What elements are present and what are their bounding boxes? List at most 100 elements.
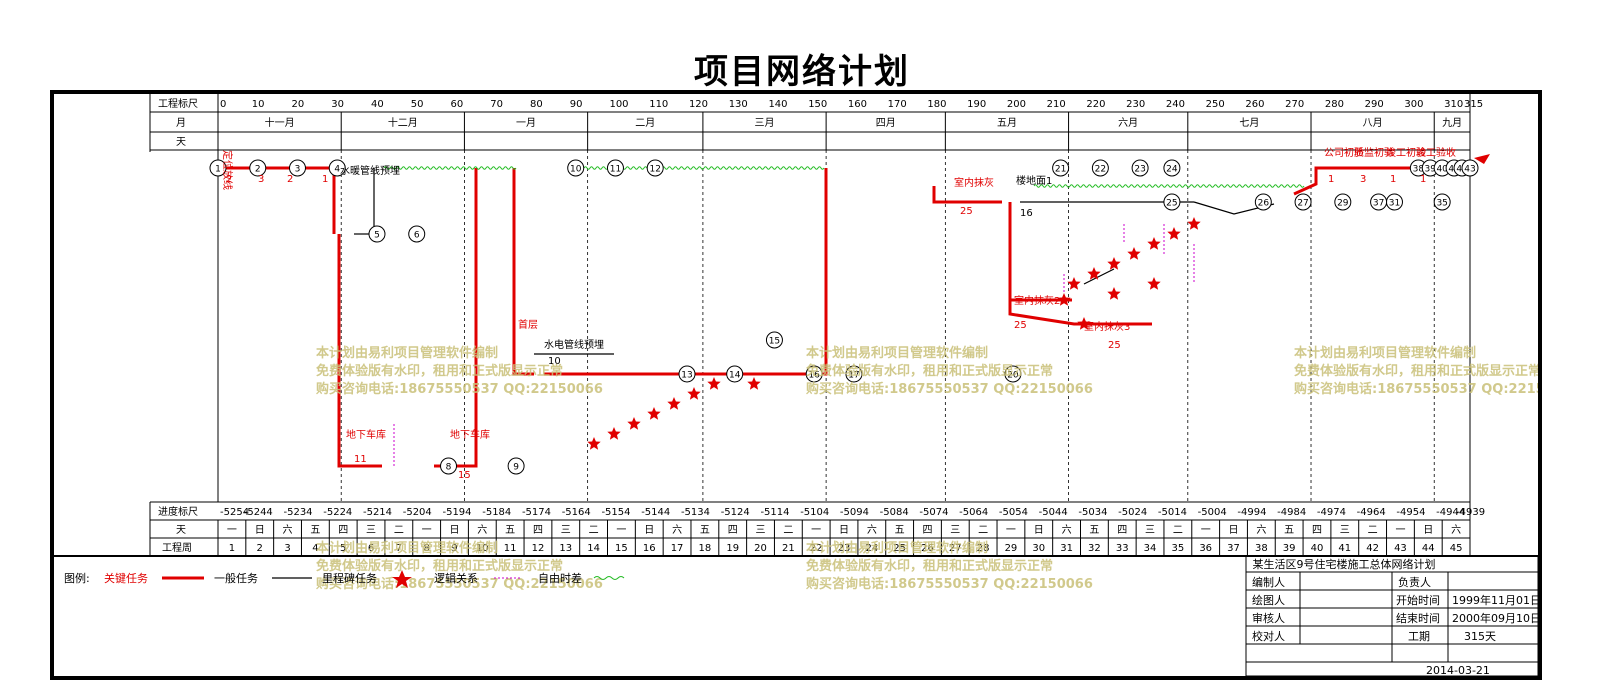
task-label-8: 水电管线预埋: [544, 338, 604, 351]
scale-tick: 190: [967, 99, 986, 110]
logic-links: [393, 224, 1195, 466]
progress-tick: -5064: [959, 507, 988, 518]
weekday-label: 四: [1312, 525, 1322, 536]
progress-tick: -5174: [522, 507, 551, 518]
week-number: 9: [451, 543, 457, 554]
week-number: 35: [1171, 543, 1184, 554]
weekday-label: 二: [1368, 525, 1378, 536]
watermark-line3-e: 购买咨询电话:18675550537 QQ:22150066: [806, 576, 1093, 592]
tb-drawer: 绘图人: [1252, 593, 1285, 607]
task-label-5: 地下车库: [346, 428, 386, 441]
network-node-id: 23: [1134, 165, 1145, 175]
progress-tick: -5054: [999, 507, 1028, 518]
week-number: 4: [312, 543, 318, 554]
tb-reviewer: 审核人: [1252, 611, 1285, 625]
weekday-label: 一: [422, 525, 432, 536]
task-dur-13: 1: [1328, 174, 1334, 185]
weekday-label: 三: [366, 525, 376, 536]
week-number: 24: [865, 543, 878, 554]
week-number: 3: [284, 543, 290, 554]
network-node: [1163, 159, 1181, 177]
task-label-13: 公司初验: [1324, 146, 1364, 159]
month-row: 十一月十二月一月二月三月四月五月六月七月八月九月: [217, 112, 1462, 150]
watermark-line1-a: 本计划由易利项目管理软件编制: [316, 345, 498, 361]
header-grid: 工程标尺 月 天: [149, 94, 1471, 556]
network-node: [408, 225, 426, 243]
month-label: 六月: [1118, 117, 1138, 129]
network-node-id: 8: [446, 463, 452, 473]
task-label-0: 定位放线: [221, 150, 234, 190]
scale-tick: 130: [729, 99, 748, 110]
tb-compiler: 编制人: [1252, 575, 1285, 589]
network-node-id: 27: [1297, 199, 1308, 209]
scale-tick: 0: [220, 99, 226, 110]
week-number: 6: [368, 543, 374, 554]
watermark-line3-b: 购买咨询电话:18675550537 QQ:22150066: [806, 381, 1093, 397]
watermark-line1-c: 本计划由易利项目管理软件编制: [1294, 345, 1476, 361]
weekday-label: 日: [1423, 525, 1433, 536]
network-node: [1254, 193, 1272, 211]
weekday-label: 五: [505, 525, 515, 536]
progress-tick: -5144: [641, 507, 670, 518]
progress-tick: -5194: [442, 507, 471, 518]
scale-tick: 270: [1285, 99, 1304, 110]
progress-tick: -5034: [1078, 507, 1107, 518]
header-day-label: 天: [176, 137, 186, 148]
tb-date: 2014-03-21: [1426, 664, 1490, 676]
footer-day-label: 天: [176, 525, 186, 536]
progress-tick: -5184: [482, 507, 511, 518]
progress-tick: -4994: [1237, 507, 1266, 518]
week-row: 1一2日3六4五5四6三7二8一9日10六11五12四13三14二15一16日1…: [217, 520, 1463, 556]
scale-tick: 30: [331, 99, 344, 110]
network-node: [209, 159, 227, 177]
weekday-label: 一: [616, 525, 626, 536]
network-node: [507, 457, 525, 475]
progress-tick: -5134: [681, 507, 710, 518]
milestone-star-icon: [587, 437, 601, 450]
watermark-line1-b: 本计划由易利项目管理软件编制: [806, 345, 988, 361]
network-node: [1334, 193, 1352, 211]
tb-checker: 校对人: [1252, 629, 1285, 643]
week-number: 21: [782, 543, 795, 554]
network-node: [1294, 193, 1312, 211]
scale-tick: 110: [649, 99, 668, 110]
network-node: [288, 159, 306, 177]
weekday-label: 四: [922, 525, 932, 536]
network-node: [1433, 193, 1451, 211]
critical-path: [222, 166, 1470, 468]
week-number: 45: [1450, 543, 1463, 554]
month-label: 五月: [997, 117, 1017, 129]
week-number: 44: [1422, 543, 1435, 554]
scale-tick: 60: [450, 99, 463, 110]
scale-tick: 90: [570, 99, 583, 110]
network-node-id: 11: [610, 165, 621, 175]
month-label: 二月: [635, 117, 655, 129]
footer-week-label: 工程周: [162, 542, 192, 554]
scale-tick: 170: [888, 99, 907, 110]
header-month-label: 月: [176, 117, 186, 129]
network-node: [606, 159, 624, 177]
weekday-label: 五: [700, 525, 710, 536]
milestone-star-icon: [1147, 277, 1161, 290]
network-node: [1004, 365, 1022, 383]
network-node: [368, 225, 386, 243]
task-label-16: 竣工验收: [1416, 146, 1456, 159]
footer-progress-label: 进度标尺: [158, 505, 198, 518]
week-number: 12: [532, 543, 545, 554]
tb-end-label: 结束时间: [1396, 612, 1440, 625]
milestone-star-icon: [1107, 257, 1121, 270]
weekday-label: 三: [756, 525, 766, 536]
progress-tick: -5254: [220, 507, 249, 518]
progress-tick: -5094: [840, 507, 869, 518]
legend-star-icon: [392, 570, 412, 588]
weekday-label: 五: [1284, 525, 1294, 536]
progress-tick: -5104: [800, 507, 829, 518]
scale-tick: 20: [291, 99, 304, 110]
network-node-id: 39: [1425, 165, 1437, 175]
legend-float-line: [593, 576, 625, 580]
weekday-label: 二: [1173, 525, 1183, 536]
network-node: [440, 457, 458, 475]
weekday-label: 五: [895, 525, 905, 536]
